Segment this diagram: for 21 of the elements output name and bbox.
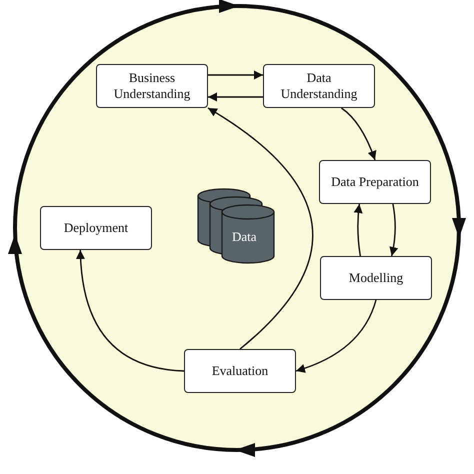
arrow bbox=[208, 70, 263, 80]
arrow bbox=[208, 107, 313, 350]
arrow bbox=[340, 107, 376, 160]
database-label: Data bbox=[232, 230, 257, 243]
process-box bbox=[320, 256, 432, 300]
arrow bbox=[76, 250, 184, 372]
process-box bbox=[263, 64, 375, 108]
process-box bbox=[96, 64, 208, 108]
arrow bbox=[208, 92, 263, 102]
step-label: Deployment bbox=[64, 220, 128, 236]
step-label: Evaluation bbox=[212, 363, 268, 379]
process-box bbox=[40, 206, 152, 250]
arrow bbox=[389, 204, 398, 256]
arrow bbox=[354, 204, 363, 256]
step-label: Data Understanding bbox=[280, 70, 358, 102]
step-label: Business Understanding bbox=[112, 70, 192, 102]
step-label: Modelling bbox=[348, 270, 404, 286]
step-label: Data Preparation bbox=[331, 174, 419, 190]
arrow bbox=[296, 300, 377, 373]
process-box bbox=[184, 349, 296, 393]
process-box bbox=[319, 160, 431, 204]
